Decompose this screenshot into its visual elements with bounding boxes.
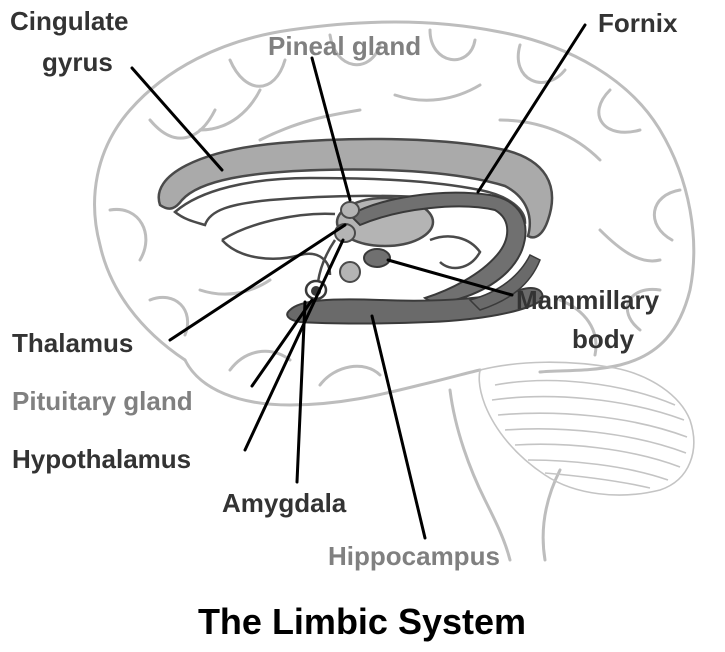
- label-mammillary-body-line1: Mammillary: [516, 285, 660, 315]
- gyrus-fold: [228, 349, 292, 372]
- label-cingulate-gyrus-line1: Cingulate: [10, 6, 128, 36]
- cerebellum-folia: [527, 459, 669, 481]
- leader-amygdala: [295, 300, 307, 484]
- gyrus-fold: [653, 188, 682, 242]
- pineal-gland-structure: [340, 201, 360, 219]
- brain-interior-outline: [429, 235, 482, 270]
- pituitary-stalk: [316, 239, 337, 283]
- hippocampus-structure: [286, 287, 544, 325]
- brainstem-outline: [448, 388, 512, 562]
- label-mammillary-body-line2: body: [572, 324, 635, 354]
- leader-cingulate-gyrus: [130, 66, 224, 172]
- cerebellum-outline: [478, 361, 695, 496]
- gyrus-fold: [318, 364, 382, 387]
- cerebellum-folia: [497, 412, 688, 438]
- gyrus-fold: [558, 298, 598, 357]
- hippocampus-tail: [468, 253, 541, 311]
- cerebellum-folia: [504, 428, 687, 454]
- brainstem-outline-back: [541, 468, 562, 562]
- gyrus-fold: [198, 88, 262, 132]
- gyrus-fold: [228, 58, 287, 88]
- gyrus-fold: [328, 33, 382, 67]
- amygdala-structure: [339, 261, 361, 283]
- labels: Cingulate gyrus Pineal gland Fornix Mamm…: [10, 6, 678, 571]
- mammillary-body-structure: [363, 248, 391, 268]
- leader-lines: [130, 23, 587, 540]
- cerebellum-folia: [514, 443, 681, 468]
- leader-hippocampus: [370, 314, 427, 540]
- gyrus-fold: [498, 118, 602, 162]
- figure-title: The Limbic System: [198, 601, 526, 642]
- leader-thalamus: [168, 223, 347, 342]
- leader-fornix: [476, 23, 587, 194]
- leader-pituitary-gland: [250, 298, 314, 388]
- gyrus-fold: [428, 28, 477, 62]
- gyrus-fold: [516, 43, 567, 84]
- gyrus-fold: [148, 295, 190, 337]
- gyrus-fold: [258, 108, 362, 142]
- label-hippocampus: Hippocampus: [328, 541, 500, 571]
- temporal-lobe-outline: [183, 358, 482, 407]
- cerebellum: [478, 361, 695, 496]
- label-fornix: Fornix: [598, 8, 678, 38]
- cerebellum-folia: [491, 395, 685, 421]
- gyrus-fold: [393, 83, 482, 102]
- leader-mammillary-body: [386, 258, 514, 297]
- gyrus-fold: [148, 108, 217, 140]
- leader-hypothalamus: [243, 238, 345, 452]
- label-amygdala: Amygdala: [222, 488, 347, 518]
- label-pituitary-gland: Pituitary gland: [12, 386, 193, 416]
- label-thalamus: Thalamus: [12, 328, 133, 358]
- fornix-structure: [348, 191, 527, 303]
- gyrus-fold: [597, 88, 642, 134]
- gyrus-fold: [626, 287, 662, 332]
- gyrus-fold: [598, 228, 662, 263]
- label-pineal-gland: Pineal gland: [268, 31, 421, 61]
- cingulate-gyrus: [157, 137, 554, 239]
- cerebellum-folia: [544, 472, 651, 489]
- cerebrum-outline: [93, 20, 696, 374]
- gyrus-fold: [108, 208, 148, 262]
- label-hypothalamus: Hypothalamus: [12, 444, 191, 474]
- label-cingulate-gyrus-line2: gyrus: [42, 47, 113, 77]
- leader-pineal-gland: [310, 56, 352, 202]
- cerebellum-folia: [494, 379, 676, 406]
